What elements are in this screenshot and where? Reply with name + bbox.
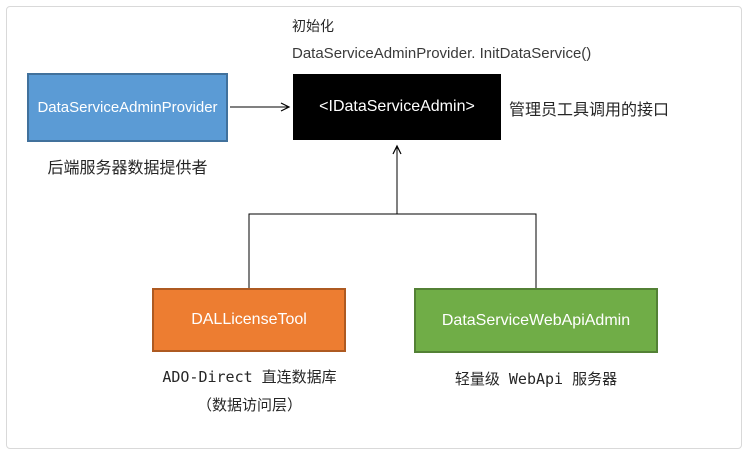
- node-dataserviceadminprovider: DataServiceAdminProvider: [27, 73, 228, 142]
- node-idataserviceadmin: <IDataServiceAdmin>: [293, 74, 501, 140]
- node-idataserviceadmin-label: <IDataServiceAdmin>: [319, 98, 475, 115]
- annotation-provider-caption: 后端服务器数据提供者: [47, 158, 208, 177]
- annotation-dal-caption-line1: ADO-Direct 直连数据库: [162, 368, 337, 386]
- node-dataservicewebapiadmin-label: DataServiceWebApiAdmin: [441, 311, 631, 329]
- node-dallicensetool-label: DALLicenseTool: [191, 311, 307, 328]
- annotation-interface-caption: 管理员工具调用的接口: [509, 100, 670, 119]
- node-dataservicewebapiadmin: DataServiceWebApiAdmin: [414, 288, 658, 353]
- node-dallicensetool: DALLicenseTool: [152, 288, 346, 352]
- annotation-init: 初始化: [292, 19, 334, 35]
- node-dataserviceadminprovider-label: DataServiceAdminProvider: [37, 99, 218, 116]
- annotation-dal-caption-line2: （数据访问层）: [196, 396, 302, 414]
- annotation-init-call: DataServiceAdminProvider. InitDataServic…: [292, 45, 592, 62]
- annotation-webapi-caption: 轻量级 WebApi 服务器: [454, 370, 618, 388]
